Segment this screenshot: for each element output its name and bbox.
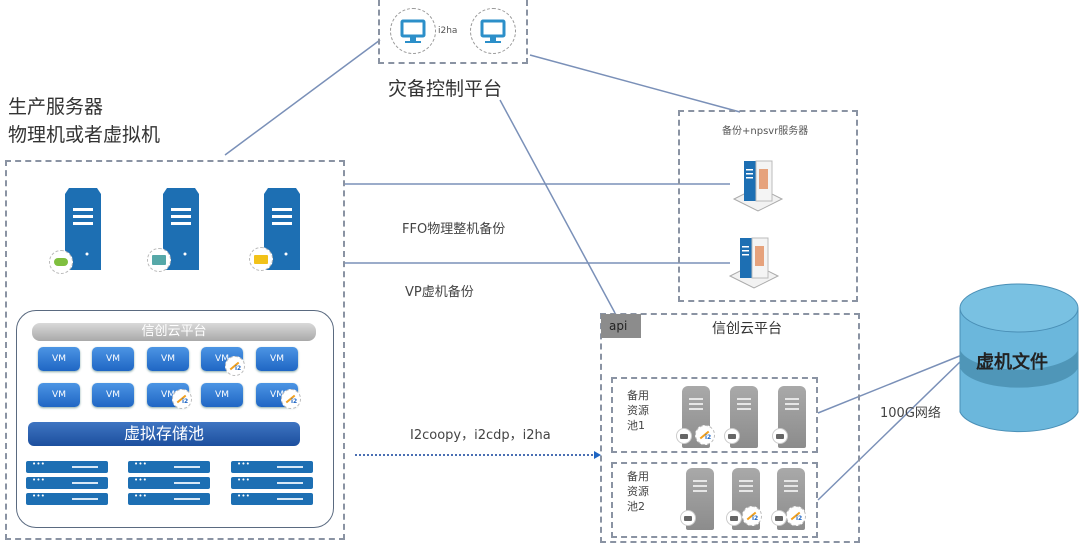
backup-server-2[interactable] [728, 232, 780, 296]
rack-unit [128, 492, 210, 505]
standby-pool-2-label: 备用 资源 池2 [627, 470, 649, 513]
vp-backup-label: VP虚机备份 [405, 285, 474, 300]
standby-pool-1-label: 备用 资源 池1 [627, 389, 649, 432]
vm-3[interactable]: VM [147, 347, 189, 371]
rack-unit [231, 476, 313, 489]
rack-unit [26, 492, 108, 505]
virtualization-cluster [16, 310, 334, 528]
ffo-backup-label: FFO物理整机备份 [402, 222, 506, 237]
folder-badge-icon [771, 510, 787, 526]
physical-server-1[interactable] [65, 188, 101, 270]
physical-server-3[interactable] [264, 188, 300, 270]
vm-2[interactable]: VM [92, 347, 134, 371]
vm-1[interactable]: VM [38, 347, 80, 371]
vm-9[interactable]: VM [201, 383, 243, 407]
backup-server-box [678, 110, 858, 302]
i2-agent-badge-icon [281, 389, 301, 409]
monitor-icon [400, 19, 426, 43]
control-platform-label: 灾备控制平台 [388, 78, 503, 100]
i2-agent-badge-icon [172, 389, 192, 409]
line-control-to-backup-server [529, 54, 741, 113]
rack-unit [26, 460, 108, 473]
control-platform-box [378, 0, 528, 64]
monitor-right[interactable] [470, 8, 516, 54]
database-cylinder-icon [959, 283, 1079, 433]
server-isometric-icon [728, 237, 780, 289]
api-tag[interactable]: api [601, 314, 641, 338]
os-badge-icon [49, 250, 73, 274]
inner-cloud-platform-bar: 信创云平台 [32, 323, 316, 341]
i2ha-link-label: i2ha [438, 26, 458, 36]
app-badge-icon [147, 248, 171, 272]
folder-badge-icon [772, 428, 788, 444]
physical-server-2[interactable] [163, 188, 199, 270]
replication-label: I2coopy，i2cdp，i2ha [410, 428, 551, 443]
monitor-left[interactable] [390, 8, 436, 54]
rack-unit [128, 476, 210, 489]
folder-badge-icon [676, 428, 692, 444]
target-cloud-box [600, 313, 860, 543]
monitor-icon [480, 19, 506, 43]
vm-7[interactable]: VM [92, 383, 134, 407]
target-cloud-title: 信创云平台 [712, 321, 782, 337]
i2-agent-badge-icon [742, 506, 762, 526]
folder-badge-icon [726, 510, 742, 526]
folder-badge-icon [680, 510, 696, 526]
rack-unit [231, 492, 313, 505]
standby-pool-2 [611, 462, 818, 538]
vm-files-storage[interactable]: 虚机文件 [958, 280, 1080, 440]
rack-unit [26, 476, 108, 489]
vm-files-label: 虚机文件 [976, 352, 1048, 373]
rack-unit [231, 460, 313, 473]
line-control-to-target-api [499, 99, 616, 314]
server-isometric-icon [732, 160, 784, 212]
backup-server-title: 备份+npsvr服务器 [722, 126, 809, 137]
vm-5[interactable]: VM [256, 347, 298, 371]
folder-badge-icon [249, 247, 273, 271]
production-server-box [5, 160, 345, 540]
standby-server[interactable] [778, 386, 806, 448]
i2-agent-badge-icon [786, 506, 806, 526]
vm-6[interactable]: VM [38, 383, 80, 407]
network-label: 100G网络 [880, 406, 941, 421]
i2-agent-badge-icon [695, 425, 715, 445]
rack-unit [128, 460, 210, 473]
production-title-line2: 物理机或者虚拟机 [8, 124, 161, 146]
standby-pool-1 [611, 377, 818, 453]
folder-badge-icon [724, 428, 740, 444]
backup-server-1[interactable] [732, 155, 784, 219]
line-control-to-production [224, 39, 381, 156]
i2-agent-badge-icon [225, 356, 245, 376]
production-title-line1: 生产服务器 [8, 96, 104, 118]
virtual-storage-pool-bar: 虚拟存储池 [28, 422, 300, 446]
